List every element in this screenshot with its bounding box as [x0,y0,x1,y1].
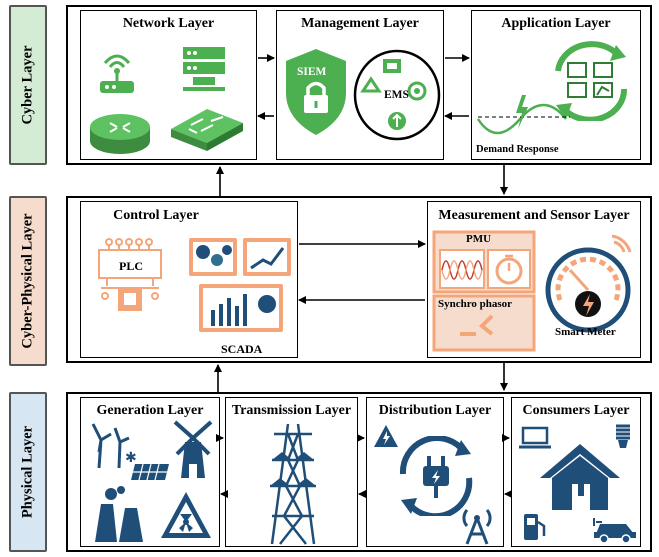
synchrophasor-label: Synchro phasor [438,298,513,310]
management-layer-box: Management Layer SIEM EMS [276,10,444,160]
demand-response-label: Demand Response [476,144,559,155]
plug-icon [399,436,473,516]
svg-text:✱: ✱ [125,451,137,466]
warning-icon [374,425,398,447]
ems-label: EMS [384,89,409,101]
scada-label: SCADA [221,342,263,356]
app-cycle-icon [555,41,628,121]
physical-layer-label: Physical Layer [9,392,47,552]
fuel-pump-icon [524,514,546,540]
house-icon [540,444,620,510]
bulb-icon [616,424,630,448]
distribution-layer-title: Distribution Layer [378,403,492,418]
measurement-layer-box: Measurement and Sensor Layer PMU Synchro… [427,201,641,358]
pmu-label: PMU [466,233,492,245]
scada-icon [189,238,291,332]
sprout-icon [388,112,406,130]
application-layer-title: Application Layer [501,16,611,31]
pmu-panel [432,230,536,352]
wave-icon [476,95,570,135]
cyber-physical-layer-label: Cyber-Physical Layer [9,196,47,366]
distribution-layer-box: Distribution Layer [366,397,504,547]
transmission-layer-box: Transmission Layer [225,397,358,547]
antenna-icon [462,509,492,545]
smart-meter-label: Smart Meter [555,326,616,338]
plc-label: PLC [119,259,143,273]
gear-icon [407,81,427,101]
generation-layer-title: Generation Layer [96,403,204,418]
laptop-icon [519,426,551,449]
siem-label: SIEM [297,66,327,78]
application-layer-box: Application Layer Demand Response [471,10,641,160]
transmission-tower-icon [270,423,316,545]
generation-layer-box: Generation Layer ✱ [80,397,220,547]
control-layer-box: Control Layer PLC SCADA [80,201,298,358]
network-layer-box: Network Layer [80,10,257,160]
windmill-icon [173,420,213,478]
lock-shield-icon [286,49,346,135]
consumers-layer-title: Consumers Layer [522,403,630,418]
recycle-icon [360,76,382,93]
network-switch-icon [171,109,243,151]
server-icon [183,47,225,91]
solar-panel-icon: ✱ [125,451,169,481]
cyber-layer-label: Cyber Layer [9,5,47,165]
management-layer-title: Management Layer [301,16,419,31]
transmission-layer-title: Transmission Layer [231,403,352,418]
network-layer-title: Network Layer [122,16,215,31]
router-icon [100,54,134,93]
wind-turbine-icon [91,423,130,469]
stopwatch-icon [495,257,523,285]
car-icon [593,518,636,544]
plc-icon [98,238,162,311]
factory-icon [95,486,143,542]
ems-circle [353,49,441,141]
wave-icon [441,260,483,280]
control-layer-title: Control Layer [113,208,199,223]
gauge-icon [545,234,632,333]
measurement-layer-title: Measurement and Sensor Layer [438,208,630,223]
network-router-disc-icon [90,114,150,154]
monitor-icon [383,59,401,73]
consumers-layer-box: Consumers Layer [511,397,641,547]
nuclear-icon [161,492,211,538]
